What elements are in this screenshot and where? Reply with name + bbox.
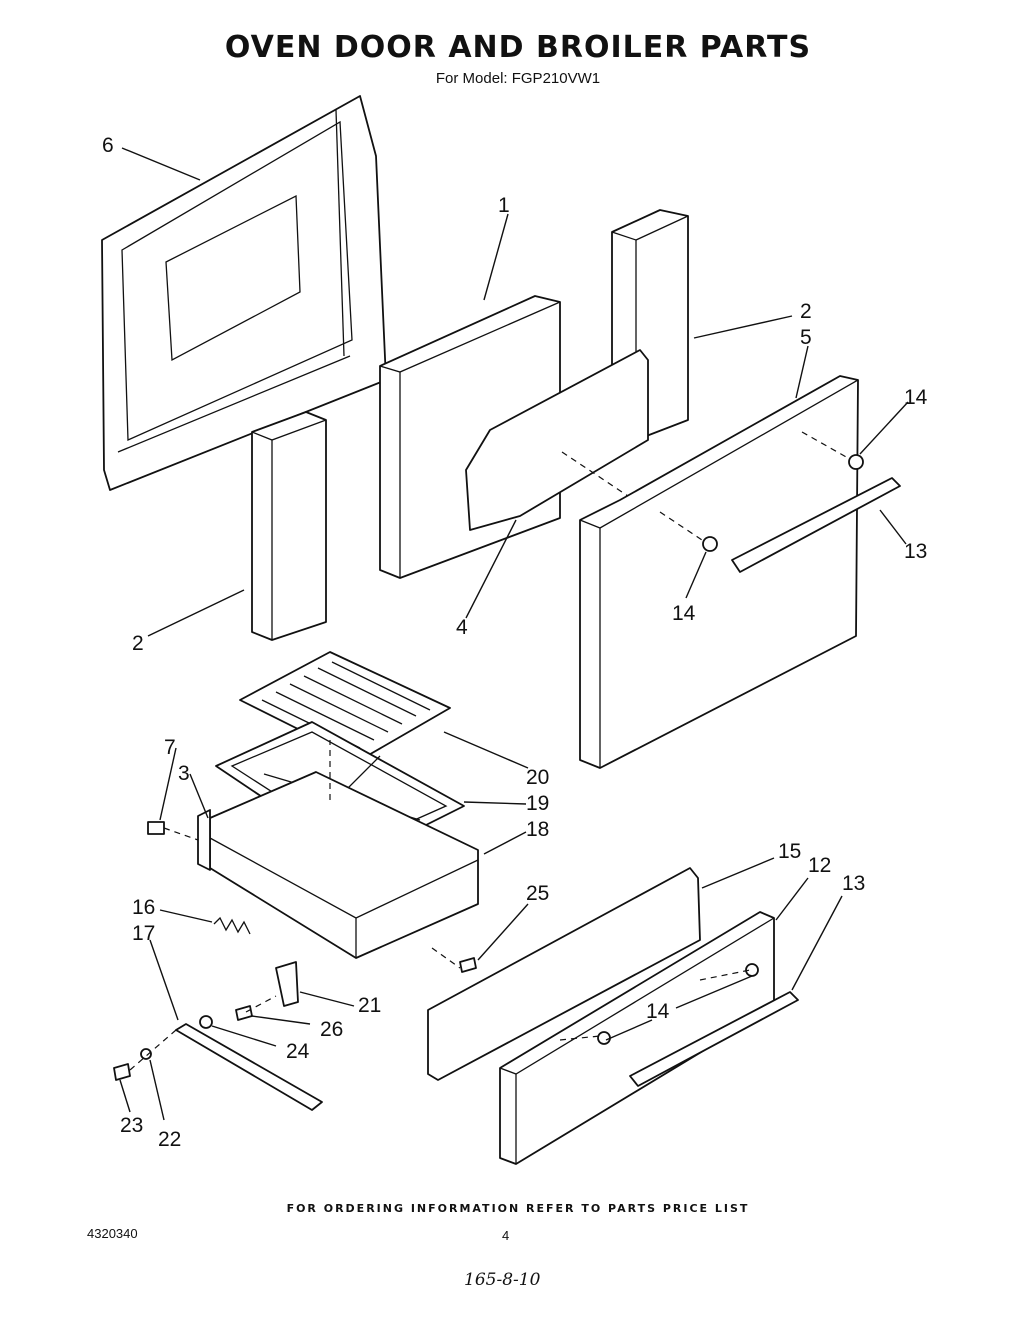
callout-13-lower: 13 bbox=[842, 872, 865, 895]
rail-nut bbox=[199, 1015, 213, 1029]
drawer-handle bbox=[629, 991, 799, 1087]
callout-14-lower: 14 bbox=[646, 1000, 670, 1023]
rail-washer bbox=[140, 1048, 152, 1060]
rail-screw bbox=[113, 1063, 131, 1081]
drawer-spring bbox=[213, 916, 251, 935]
callout-12: 12 bbox=[808, 854, 831, 877]
drawer-side-bracket bbox=[197, 809, 211, 871]
side-insulation-short bbox=[251, 411, 327, 641]
callout-2-upper: 2 bbox=[800, 300, 812, 323]
page-number: 4 bbox=[502, 1228, 510, 1243]
callout-6: 6 bbox=[102, 134, 114, 157]
document-number: 4320340 bbox=[87, 1226, 138, 1241]
callout-25: 25 bbox=[526, 882, 549, 905]
callout-23: 23 bbox=[120, 1114, 143, 1137]
page-title: OVEN DOOR AND BROILER PARTS bbox=[224, 30, 812, 65]
model-subtitle: For Model: FGP210VW1 bbox=[435, 70, 601, 87]
latch-screw bbox=[235, 1005, 253, 1021]
drawer-handle-spacer-lower bbox=[597, 1031, 611, 1045]
callout-26: 26 bbox=[320, 1018, 343, 1041]
callout-20: 20 bbox=[526, 766, 549, 789]
handle-spacer-upper bbox=[848, 454, 864, 470]
callout-1: 1 bbox=[498, 194, 510, 217]
callout-7: 7 bbox=[164, 736, 176, 759]
callout-3: 3 bbox=[178, 762, 190, 785]
callout-21: 21 bbox=[358, 994, 381, 1017]
handwritten-note: 165-8-10 bbox=[464, 1270, 541, 1290]
callout-13-upper: 13 bbox=[904, 540, 927, 563]
ordering-note: FOR ORDERING INFORMATION REFER TO PARTS … bbox=[286, 1202, 750, 1215]
callout-19: 19 bbox=[526, 792, 549, 815]
callout-leaders bbox=[119, 147, 909, 1121]
drawer-front-inner bbox=[427, 867, 701, 1081]
callout-15: 15 bbox=[778, 840, 801, 863]
drawer-latch bbox=[275, 961, 299, 1007]
callout-24: 24 bbox=[286, 1040, 310, 1063]
callout-22: 22 bbox=[158, 1128, 181, 1151]
callout-5: 5 bbox=[800, 326, 812, 349]
callout-17: 17 bbox=[132, 922, 155, 945]
callout-14-middle: 14 bbox=[672, 602, 696, 625]
callout-2-lower: 2 bbox=[132, 632, 144, 655]
door-handle bbox=[731, 477, 901, 573]
drawer-rail bbox=[175, 1023, 323, 1111]
bracket-screw bbox=[147, 821, 165, 835]
handle-spacer-lower bbox=[702, 536, 718, 552]
callout-14-upper: 14 bbox=[904, 386, 928, 409]
assembly-lines bbox=[129, 431, 849, 1071]
callout-18: 18 bbox=[526, 818, 549, 841]
inner-door-panel bbox=[101, 95, 387, 491]
drawer-clip bbox=[459, 957, 477, 973]
callout-4: 4 bbox=[456, 616, 468, 639]
door-baffle bbox=[465, 349, 649, 531]
callout-16: 16 bbox=[132, 896, 155, 919]
